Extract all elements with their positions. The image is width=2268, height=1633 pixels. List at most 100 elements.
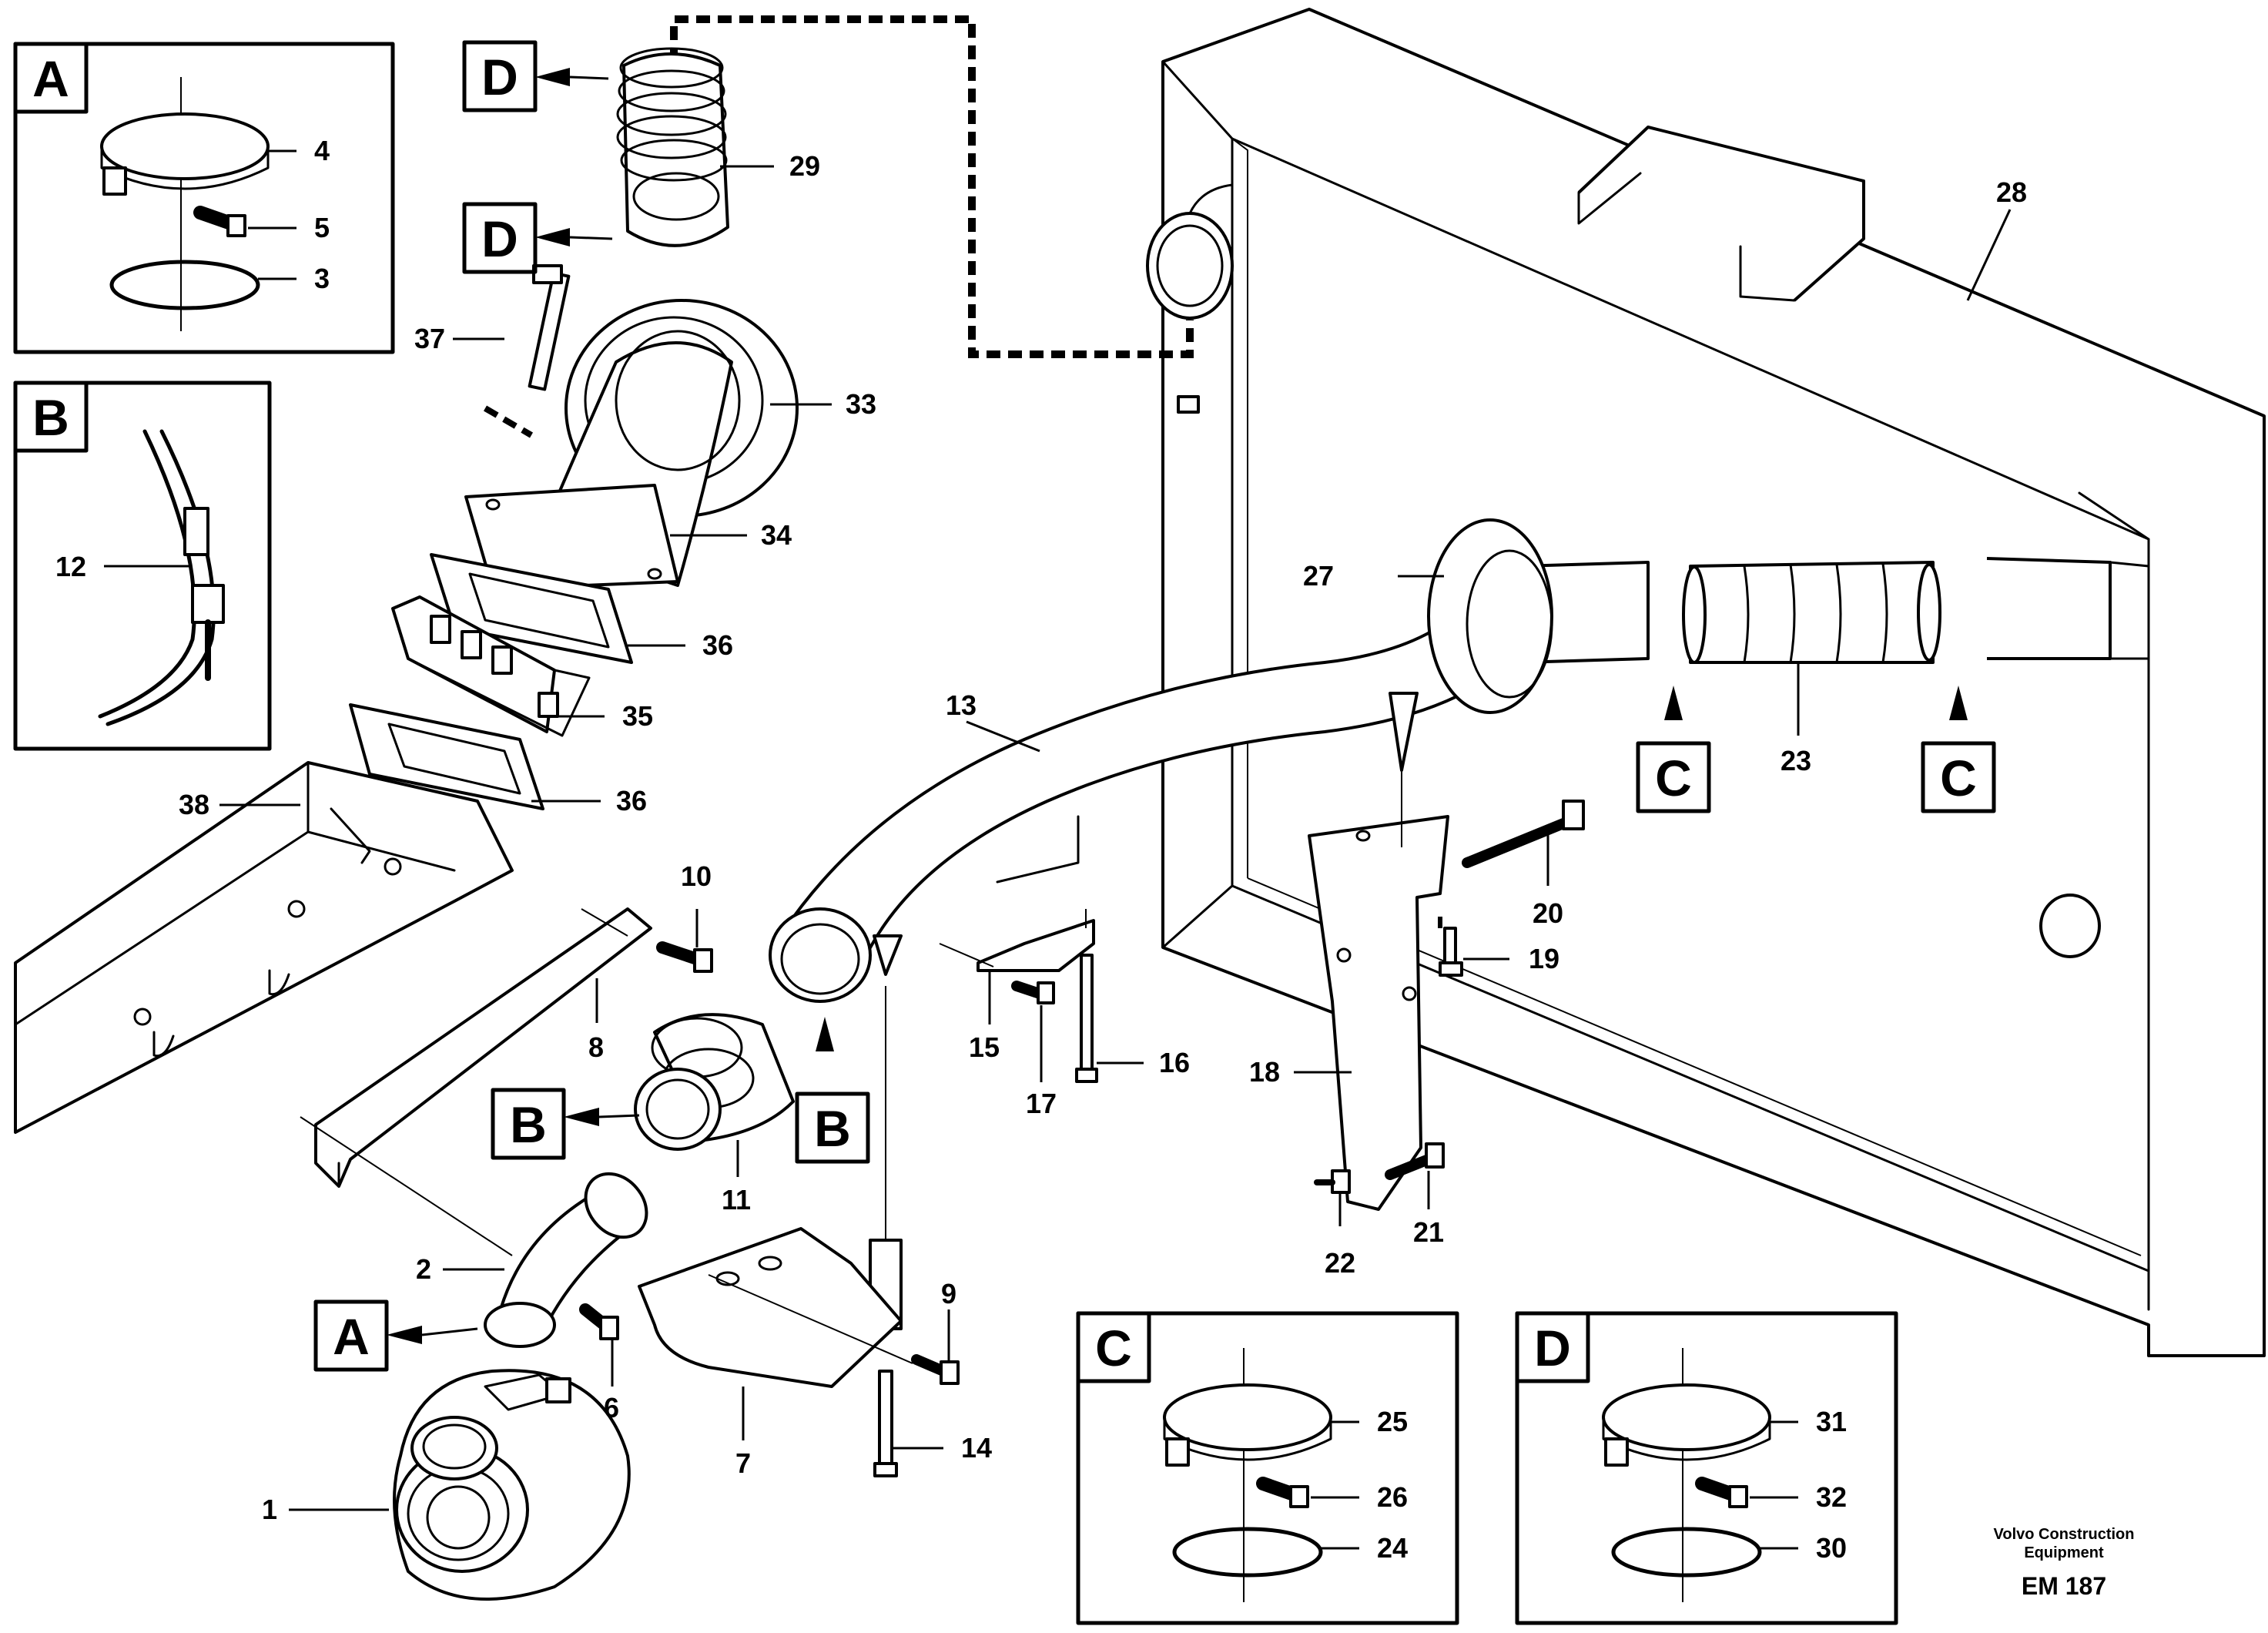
bellows-hose-29: [616, 47, 729, 247]
bracket-18: [1308, 770, 1449, 1211]
hose-clamp-icon: [100, 112, 270, 196]
bolt-21: [1385, 1142, 1445, 1180]
turbocharger-1: [393, 1369, 631, 1601]
part-label-4: 4: [314, 135, 330, 166]
part-label-16: 16: [1159, 1047, 1190, 1078]
part-label-21: 21: [1413, 1216, 1444, 1248]
callout-b-mid: B: [795, 1017, 870, 1164]
bolt-6: [579, 1303, 619, 1340]
o-ring-icon: [1172, 1527, 1323, 1578]
detail-box-a: A 4 5 3: [13, 42, 395, 354]
bolt-17: [1011, 981, 1055, 1004]
part-label-8: 8: [588, 1031, 604, 1063]
part-label-30: 30: [1816, 1532, 1847, 1564]
part-label-6: 6: [604, 1392, 619, 1423]
detail-c-label: C: [1095, 1319, 1132, 1376]
clamp-bolt-icon: [193, 206, 246, 237]
part-label-11: 11: [722, 1184, 751, 1216]
part-label-33: 33: [846, 388, 876, 420]
bolt-19: [1438, 917, 1463, 977]
part-label-32: 32: [1816, 1481, 1847, 1513]
part-label-35: 35: [622, 700, 653, 732]
callout-d-top: D: [462, 40, 609, 112]
svg-text:C: C: [1655, 749, 1692, 806]
svg-text:B: B: [814, 1100, 851, 1157]
part-label-25: 25: [1377, 1406, 1408, 1437]
svg-text:C: C: [1940, 749, 1977, 806]
svg-text:A: A: [333, 1308, 370, 1365]
svg-text:D: D: [481, 49, 518, 106]
detail-b-label: B: [32, 389, 69, 446]
part-label-15: 15: [969, 1031, 1000, 1063]
part-label-34: 34: [761, 519, 792, 551]
detail-d-label: D: [1534, 1319, 1571, 1376]
bolt-14: [873, 1370, 898, 1477]
part-label-2: 2: [416, 1253, 431, 1285]
part-label-19: 19: [1529, 943, 1559, 974]
detail-box-b: B 12: [13, 381, 272, 751]
bracket-15: [939, 909, 1095, 972]
bolt-16: [1075, 954, 1098, 1083]
clamp-bolt-icon: [1289, 1485, 1309, 1508]
part-label-22: 22: [1325, 1247, 1355, 1279]
part-label-12: 12: [55, 551, 86, 582]
part-label-7: 7: [735, 1447, 751, 1479]
part-label-28: 28: [1996, 176, 2027, 208]
clamp-block-35: [391, 595, 591, 737]
part-label-13: 13: [946, 689, 977, 721]
bolt-20: [1462, 800, 1585, 868]
bolt-10: [656, 941, 713, 973]
svg-text:B: B: [510, 1096, 547, 1153]
detail-a-label: A: [32, 50, 69, 107]
part-label-31: 31: [1816, 1406, 1847, 1437]
v-band-clamp-icon: [98, 429, 225, 726]
part-label-36-upper: 36: [702, 629, 733, 661]
part-label-38: 38: [179, 789, 209, 820]
part-label-14: 14: [961, 1432, 992, 1464]
part-label-36-lower: 36: [616, 785, 647, 816]
part-label-29: 29: [789, 150, 820, 182]
svg-text:D: D: [481, 210, 518, 267]
callout-c-left: C: [1636, 686, 1711, 813]
charge-air-pipe-13: [769, 518, 1553, 1003]
part-label-10: 10: [681, 860, 712, 892]
clamp-bolt-icon: [1728, 1485, 1748, 1508]
gasket-36-lower: [349, 703, 544, 810]
part-label-23: 23: [1781, 745, 1811, 776]
detail-box-c: C 25 26 24: [1076, 1311, 1459, 1625]
manifold-38: [14, 761, 514, 1134]
nut-22: [1314, 1169, 1351, 1194]
callout-a-lower: A: [313, 1299, 478, 1372]
part-label-5: 5: [314, 212, 330, 243]
figure-code: EM 187: [2022, 1572, 2106, 1600]
gasket-36-upper: [430, 553, 633, 664]
part-label-3: 3: [314, 263, 330, 294]
bolt-9: [911, 1354, 960, 1385]
part-label-37: 37: [414, 323, 445, 354]
bellows-hose-23: [1682, 561, 1941, 664]
connection-line-29: [670, 15, 1194, 358]
callout-d-mid: D: [462, 202, 613, 274]
part-label-20: 20: [1533, 897, 1563, 929]
o-ring-icon: [1611, 1527, 1762, 1578]
bolt-37: [483, 264, 571, 438]
part-label-1: 1: [262, 1494, 277, 1525]
part-label-24: 24: [1377, 1532, 1408, 1564]
heat-shield-7: [638, 1227, 913, 1388]
callout-b-left: B: [491, 1088, 640, 1160]
part-label-18: 18: [1249, 1056, 1280, 1088]
part-label-27: 27: [1303, 560, 1334, 592]
bracket-8: [300, 907, 652, 1256]
svg-text:Volvo Construction: Volvo Construction: [1994, 1526, 2135, 1543]
callout-c-right: C: [1921, 686, 1996, 813]
svg-text:Equipment: Equipment: [2024, 1544, 2104, 1561]
part-label-9: 9: [941, 1278, 956, 1309]
part-label-17: 17: [1026, 1088, 1057, 1119]
hose-11: [634, 1013, 795, 1151]
detail-box-d: D 31 32 30: [1515, 1311, 1898, 1625]
figure-credit: Volvo Construction Equipment EM 187: [1994, 1526, 2135, 1600]
part-label-26: 26: [1377, 1481, 1408, 1513]
pipe-2: [484, 1172, 648, 1348]
o-ring-icon: [109, 260, 260, 310]
